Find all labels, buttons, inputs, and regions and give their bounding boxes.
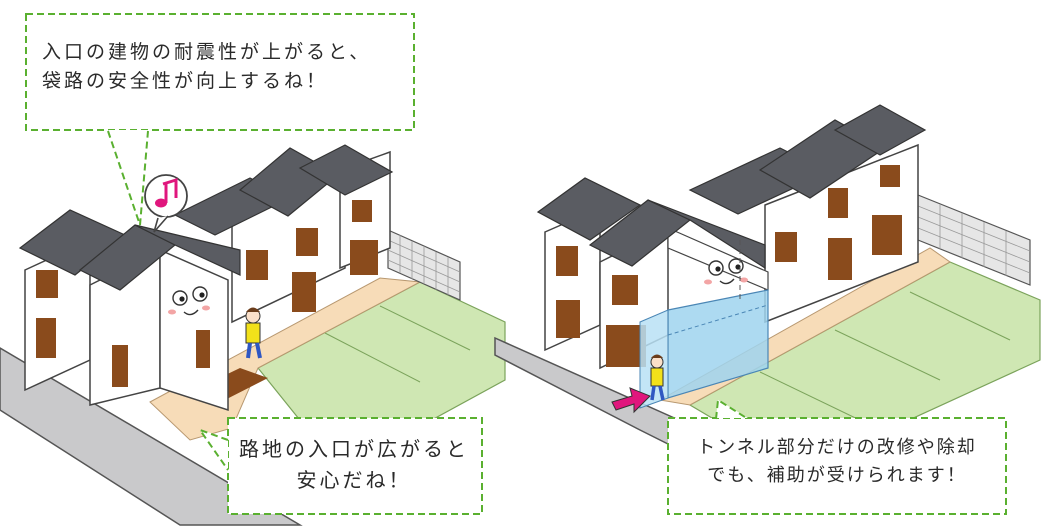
speech-bubble-left: 路地の入口が広がると 安心だね！ [236,426,472,512]
left-road [0,347,303,526]
left-corner-house [18,209,127,392]
right-scene [494,104,1041,471]
speech-bubble-top: 入口の建物の耐震性が上がると、 袋路の安全性が向上するね！ [42,30,402,120]
speech-bubble-right: トンネル部分だけの改修や除却 でも、補助が受けられます！ [676,426,998,512]
bubble-right-frame [667,398,1007,515]
music-note-icon [144,174,188,233]
left-back-houses [173,144,394,324]
bubble-right-line-1: トンネル部分だけの改修や除却 [697,437,977,458]
left-entrance-house [78,224,241,412]
bubble-top-line-1: 入口の建物の耐震性が上がると、 [42,41,372,63]
tunnel-area [639,240,769,409]
bubble-left-frame [197,417,483,515]
right-person [650,354,665,401]
right-back-houses [688,104,927,324]
bubble-right-line-2: でも、補助が受けられます！ [707,464,967,486]
bubble-top-frame [25,13,415,226]
arrow-right-icon [611,387,651,414]
bubble-top-line-2: 袋路の安全性が向上するね！ [42,70,329,93]
left-person [245,307,262,359]
bubble-left-line-1: 路地の入口が広がると [239,437,469,461]
bubble-left-line-2: 安心だね！ [296,468,412,492]
